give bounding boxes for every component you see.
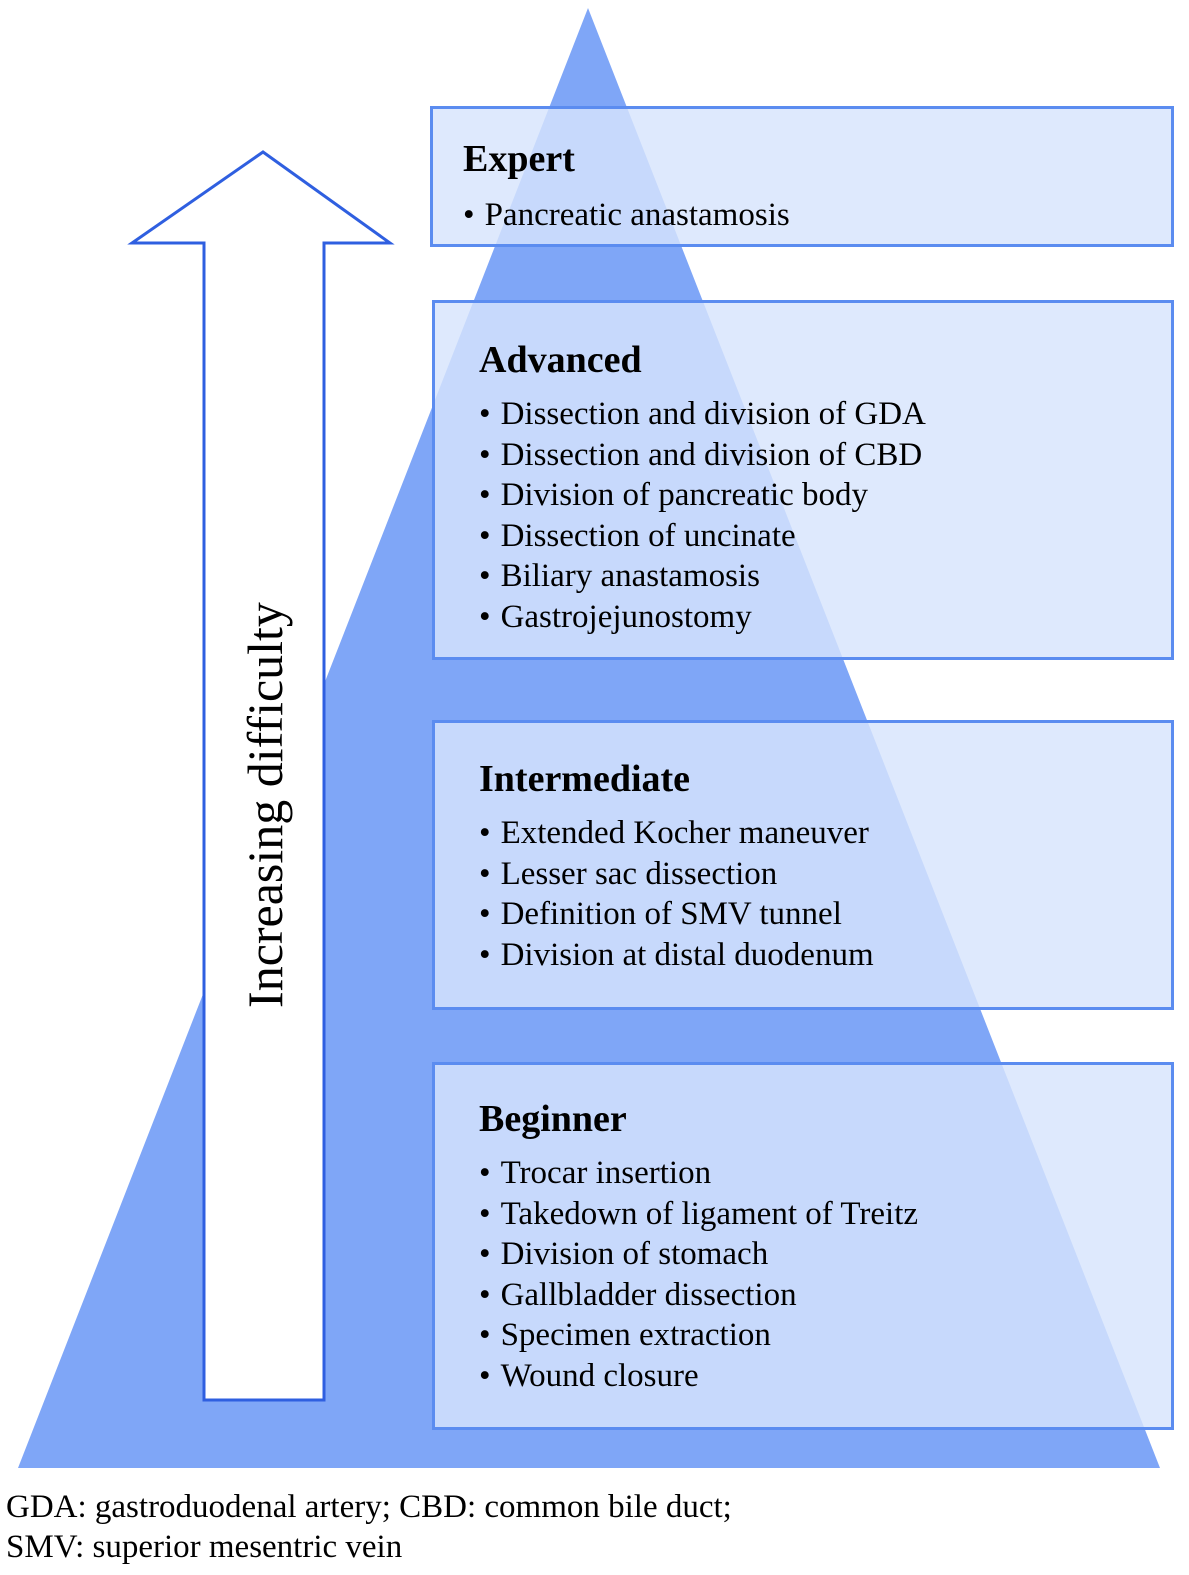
list-item: Trocar insertion: [479, 1153, 1171, 1194]
difficulty-arrow: [127, 150, 395, 1402]
list-item: Wound closure: [479, 1356, 1171, 1397]
list-item: Biliary anastamosis: [479, 556, 1171, 597]
tier-expert: Expert Pancreatic anastamosis: [430, 106, 1174, 247]
tier-list: Pancreatic anastamosis: [463, 195, 1171, 236]
list-item: Dissection and division of CBD: [479, 435, 1171, 476]
tier-beginner: Beginner Trocar insertion Takedown of li…: [432, 1062, 1174, 1430]
tier-title: Beginner: [479, 1098, 627, 1140]
list-item: Dissection and division of GDA: [479, 394, 1171, 435]
tier-advanced: Advanced Dissection and division of GDA …: [432, 300, 1174, 660]
list-item: Lesser sac dissection: [479, 854, 1171, 895]
tier-list: Dissection and division of GDA Dissectio…: [479, 394, 1171, 637]
list-item: Specimen extraction: [479, 1315, 1171, 1356]
list-item: Gallbladder dissection: [479, 1275, 1171, 1316]
list-item: Definition of SMV tunnel: [479, 894, 1171, 935]
difficulty-axis-label: Increasing difficulty: [237, 602, 293, 1008]
tier-title: Expert: [463, 138, 575, 180]
list-item: Division of pancreatic body: [479, 475, 1171, 516]
list-item: Extended Kocher maneuver: [479, 813, 1171, 854]
footnote-line: GDA: gastroduodenal artery; CBD: common …: [6, 1489, 732, 1525]
list-item: Pancreatic anastamosis: [463, 195, 1171, 236]
tier-title: Advanced: [479, 339, 642, 381]
list-item: Division at distal duodenum: [479, 935, 1171, 976]
tier-list: Trocar insertion Takedown of ligament of…: [479, 1153, 1171, 1396]
list-item: Division of stomach: [479, 1234, 1171, 1275]
list-item: Takedown of ligament of Treitz: [479, 1194, 1171, 1235]
tier-list: Extended Kocher maneuver Lesser sac diss…: [479, 813, 1171, 975]
tier-intermediate: Intermediate Extended Kocher maneuver Le…: [432, 720, 1174, 1010]
list-item: Gastrojejunostomy: [479, 597, 1171, 638]
footnote: GDA: gastroduodenal artery; CBD: common …: [6, 1487, 732, 1567]
list-item: Dissection of uncinate: [479, 516, 1171, 557]
footnote-line: SMV: superior mesentric vein: [6, 1529, 403, 1565]
tier-title: Intermediate: [479, 758, 691, 800]
